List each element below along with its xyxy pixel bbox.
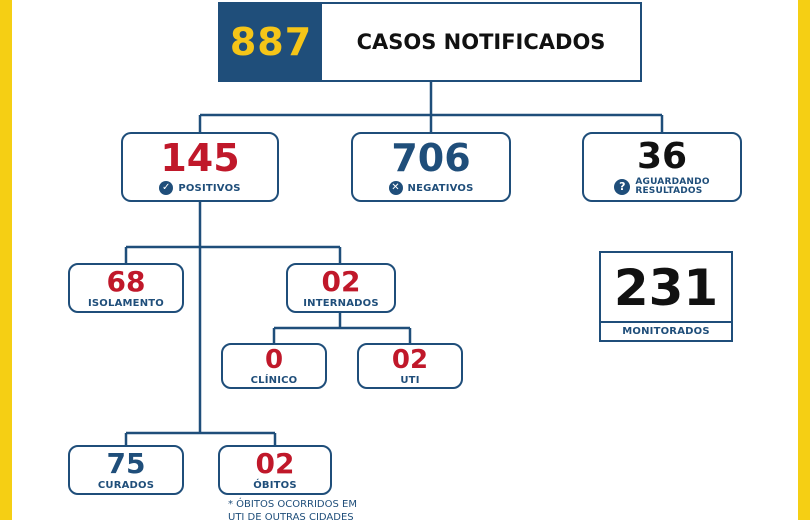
right-yellow-border (798, 0, 810, 520)
aguardando-label-row: ? AGUARDANDO RESULTADOS (584, 178, 740, 196)
curados-box: 75 CURADOS (68, 445, 184, 495)
curados-value: 75 (106, 447, 146, 480)
monitorados-value: 231 (613, 259, 719, 317)
aguardando-value: 36 (636, 136, 688, 177)
clinico-box: 0 CLÍNICO (221, 343, 327, 389)
question-circle-icon: ? (614, 179, 631, 195)
footnote-line2: UTI DE OUTRAS CIDADES (228, 512, 354, 523)
total-cases-title: CASOS NOTIFICADOS (356, 30, 606, 54)
positivos-label: POSITIVOS (178, 183, 241, 194)
total-cases-number-panel: 887 (220, 4, 322, 80)
positivos-value: 145 (160, 136, 240, 180)
obitos-value: 02 (255, 447, 295, 480)
aguardando-label-line1: AGUARDANDO (635, 177, 710, 187)
uti-box: 02 UTI (357, 343, 463, 389)
check-circle-icon: ✓ (159, 181, 174, 195)
footnote-line1: * ÓBITOS OCORRIDOS EM (228, 499, 357, 510)
curados-label: CURADOS (97, 480, 155, 491)
internados-value: 02 (321, 265, 361, 298)
negativos-value: 706 (391, 136, 471, 180)
uti-label: UTI (400, 375, 420, 386)
negativos-label: NEGATIVOS (407, 183, 474, 194)
monitorados-box: 231 MONITORADOS (599, 251, 733, 342)
negativos-label-row: ✕ NEGATIVOS (353, 181, 509, 195)
x-circle-icon: ✕ (388, 181, 403, 195)
left-yellow-border (0, 0, 12, 520)
total-cases-number: 887 (229, 20, 313, 64)
clinico-value: 0 (264, 345, 284, 375)
aguardando-label-line2: RESULTADOS (635, 186, 703, 196)
isolamento-label: ISOLAMENTO (87, 298, 164, 309)
total-cases-header: 887 CASOS NOTIFICADOS (218, 2, 642, 82)
monitorados-divider (601, 321, 731, 323)
aguardando-box: 36 ? AGUARDANDO RESULTADOS (582, 132, 742, 202)
obitos-box: 02 ÓBITOS (218, 445, 332, 495)
monitorados-label: MONITORADOS (622, 326, 710, 337)
clinico-label: CLÍNICO (250, 375, 298, 386)
isolamento-value: 68 (106, 265, 146, 298)
obitos-label: ÓBITOS (253, 480, 297, 491)
obitos-footnote: * ÓBITOS OCORRIDOS EM UTI DE OUTRAS CIDA… (228, 498, 357, 524)
negativos-box: 706 ✕ NEGATIVOS (351, 132, 511, 202)
positivos-label-row: ✓ POSITIVOS (123, 181, 277, 195)
uti-value: 02 (391, 345, 429, 375)
isolamento-box: 68 ISOLAMENTO (68, 263, 184, 313)
internados-label: INTERNADOS (303, 298, 379, 309)
internados-box: 02 INTERNADOS (286, 263, 396, 313)
positivos-box: 145 ✓ POSITIVOS (121, 132, 279, 202)
